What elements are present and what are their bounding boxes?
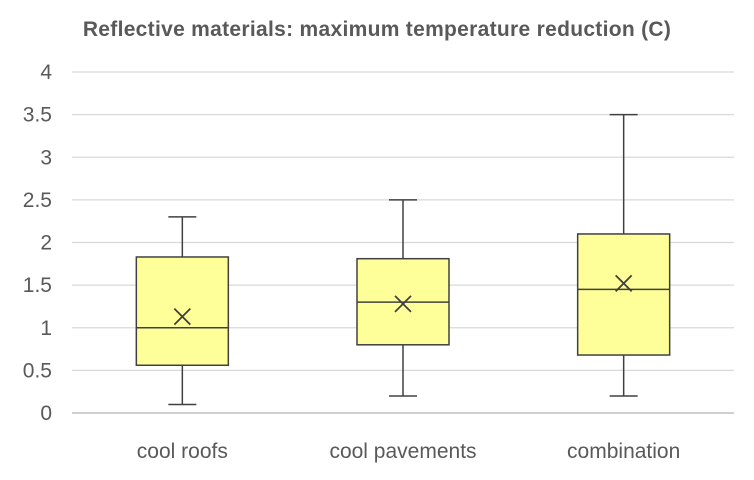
box-iqr	[135, 256, 230, 367]
category-label: cool roofs	[137, 440, 228, 463]
y-tick-label: 2	[40, 232, 52, 255]
chart-title: Reflective materials: maximum temperatur…	[82, 18, 672, 41]
category-label: cool pavements	[329, 440, 476, 463]
category-label: combination	[567, 440, 680, 463]
y-tick-label: 0.5	[23, 359, 52, 382]
y-tick-label: 0	[40, 402, 52, 425]
box-iqr	[576, 233, 671, 356]
mean-marker	[173, 308, 191, 326]
mean-marker	[394, 295, 412, 313]
y-tick-label: 1.5	[23, 274, 52, 297]
mean-marker	[615, 274, 633, 293]
y-tick-label: 3	[40, 146, 52, 169]
y-tick-label: 2.5	[23, 189, 52, 212]
y-tick-label: 1	[40, 317, 52, 340]
y-tick-label: 3.5	[23, 104, 52, 127]
y-tick-label: 4	[40, 61, 52, 84]
